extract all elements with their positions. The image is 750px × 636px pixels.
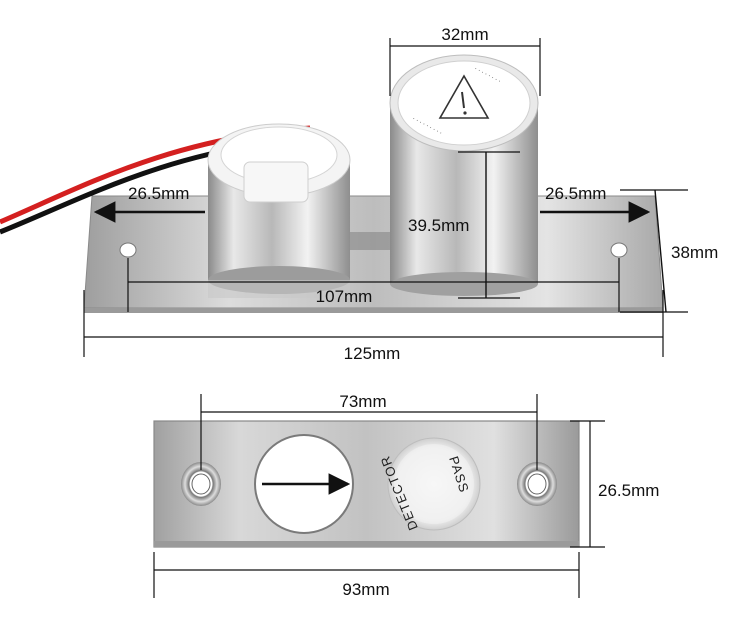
- dim-right-extent: 26.5mm: [540, 184, 651, 223]
- dim-label-26-5-width: 26.5mm: [598, 481, 659, 500]
- dim-label-32: 32mm: [441, 25, 488, 44]
- right-detector-cylinder: · · · · · · · · · · · · · · · · ·: [389, 54, 539, 296]
- dim-cylinder-diameter: 32mm: [389, 25, 541, 96]
- left-solenoid-cylinder: [207, 123, 351, 298]
- dim-label-125: 125mm: [344, 344, 401, 363]
- dim-label-right-26-5: 26.5mm: [545, 184, 606, 203]
- top-view: · · · · · · · · · · · · · · · · · 32mm 2…: [0, 25, 718, 363]
- dim-label-left-26-5: 26.5mm: [128, 184, 189, 203]
- dim-plate-width-bottom: 26.5mm: [570, 420, 659, 548]
- plate-gap-shadow: [345, 232, 393, 250]
- dim-plate-length-bottom: 93mm: [153, 552, 580, 599]
- dim-label-93: 93mm: [342, 580, 389, 599]
- dim-label-73: 73mm: [339, 392, 386, 411]
- dim-hole-spacing-top: 107mm: [127, 258, 620, 312]
- top-plate-hole-right: [610, 242, 628, 258]
- dim-plate-height: 38mm: [620, 189, 718, 313]
- dim-plate-length-top: 125mm: [83, 290, 664, 363]
- dim-cylinder-height: 39.5mm: [408, 151, 520, 299]
- keeper-hole-left: [181, 462, 221, 506]
- dim-hole-spacing-bottom: 73mm: [200, 392, 538, 470]
- dim-label-39-5: 39.5mm: [408, 216, 469, 235]
- dim-left-extent: 26.5mm: [93, 184, 205, 223]
- bottom-view: DETECTOR PASS 73mm 26.5mm 93mm: [153, 392, 659, 599]
- keeper-hole-right: [517, 462, 557, 506]
- top-plate-edge: [84, 308, 663, 313]
- keeper-plate: [153, 420, 580, 548]
- dim-label-38: 38mm: [671, 243, 718, 262]
- dim-label-107: 107mm: [316, 287, 373, 306]
- top-plate-hole-left: [119, 242, 137, 258]
- warning-triangle-icon: [438, 74, 490, 119]
